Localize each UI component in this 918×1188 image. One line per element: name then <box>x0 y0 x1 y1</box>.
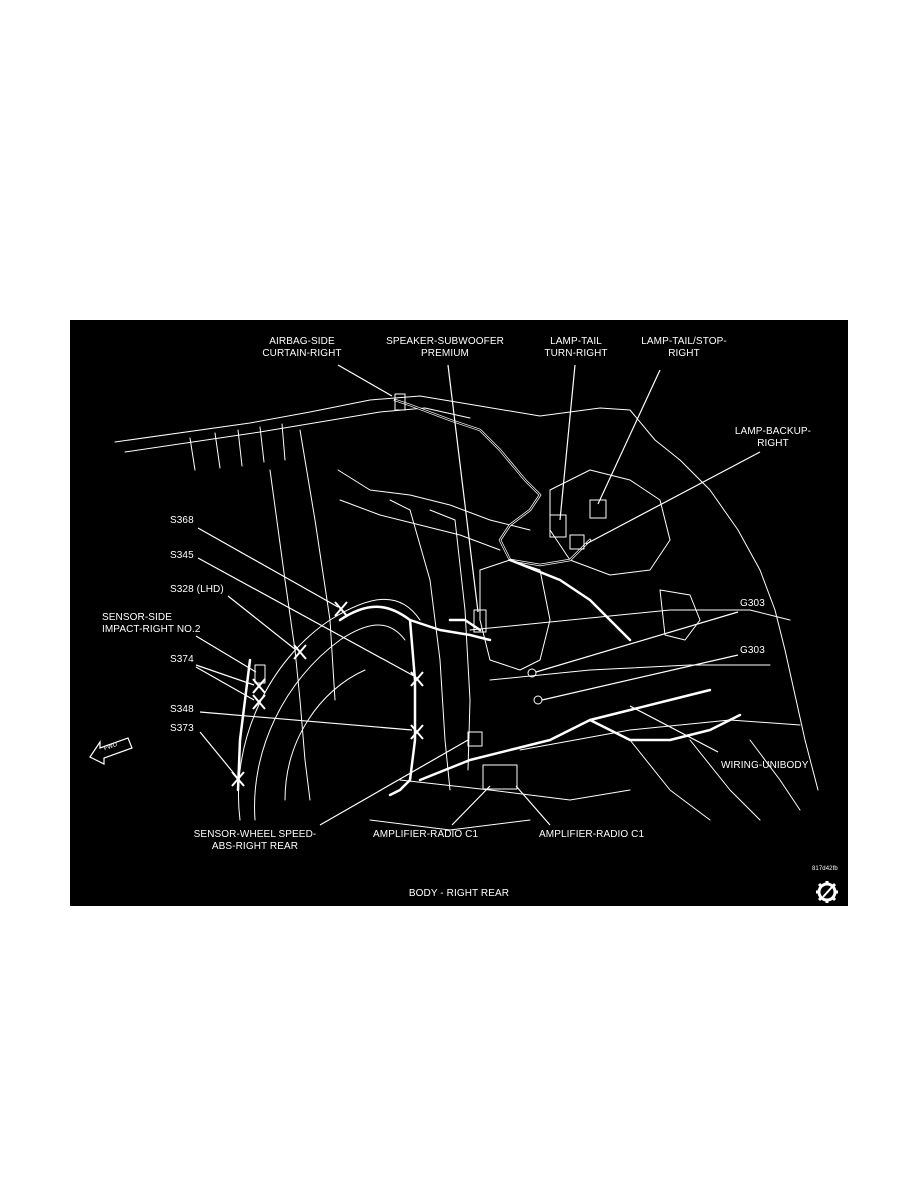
splice-s348-marker <box>410 724 424 740</box>
label-amplifier-radio-c1-left: AMPLIFIER-RADIO C1 <box>373 829 479 840</box>
wheel-speed-sensor-connector <box>467 731 483 747</box>
splice-s328-marker <box>293 644 307 660</box>
label-wiring-unibody: WIRING-UNIBODY <box>721 760 809 771</box>
splice-s374-marker-b <box>252 694 266 710</box>
label-airbag-side-curtain-right-text: AIRBAG-SIDE CURTAIN-RIGHT <box>262 336 342 359</box>
service-gear-icon <box>816 881 838 903</box>
vehicle-line-art <box>89 364 838 903</box>
subwoofer-connector <box>473 609 487 633</box>
label-s328-lhd: S328 (LHD) <box>170 584 224 595</box>
label-s348: S348 <box>170 704 194 715</box>
figure-code: 817d42fb <box>812 866 838 872</box>
label-speaker-subwoofer-premium: SPEAKER-SUBWOOFER PREMIUM <box>377 336 513 360</box>
label-lamp-backup-right: LAMP-BACKUP- RIGHT <box>725 426 821 450</box>
side-impact-sensor <box>254 664 266 684</box>
diagram-caption: BODY - RIGHT REAR <box>408 888 510 899</box>
wiring-diagram-panel: AIRBAG-SIDE CURTAIN-RIGHT SPEAKER-SUBWOO… <box>70 320 848 906</box>
amplifier-connector <box>482 764 518 790</box>
forward-arrow-icon <box>89 737 133 765</box>
leader-lines <box>195 364 761 826</box>
airbag-connector <box>394 393 406 411</box>
label-sensor-wheel-speed-abs-right-rear: SENSOR-WHEEL SPEED- ABS-RIGHT REAR <box>180 829 330 853</box>
splice-s368-marker <box>334 601 348 617</box>
label-g303-upper: G303 <box>740 598 765 609</box>
label-lamp-tail-turn-right-text: LAMP-TAIL TURN-RIGHT <box>544 336 608 359</box>
wheel-well-arch <box>238 598 421 821</box>
label-s345: S345 <box>170 550 194 561</box>
splice-s345-marker <box>410 671 424 687</box>
ground-g303-lower <box>533 695 543 705</box>
label-lamp-tail-stop-right-text: LAMP-TAIL/STOP- RIGHT <box>641 336 727 359</box>
label-lamp-tail-stop-right: LAMP-TAIL/STOP- RIGHT <box>632 336 736 360</box>
tail-stop-lamp-connector <box>589 499 607 519</box>
label-s368: S368 <box>170 515 194 526</box>
label-lamp-tail-turn-right: LAMP-TAIL TURN-RIGHT <box>536 336 616 360</box>
label-sensor-wheel-speed-text: SENSOR-WHEEL SPEED- ABS-RIGHT REAR <box>193 829 317 852</box>
ground-g303-upper <box>527 668 537 678</box>
label-s373: S373 <box>170 723 194 734</box>
label-sensor-side-impact-right-no2: SENSOR-SIDE IMPACT-RIGHT NO.2 <box>102 612 201 636</box>
tail-turn-lamp-connector <box>549 514 567 538</box>
label-airbag-side-curtain-right: AIRBAG-SIDE CURTAIN-RIGHT <box>248 336 356 360</box>
label-s374: S374 <box>170 654 194 665</box>
wiring-harness <box>393 398 592 567</box>
label-sensor-side-impact-text: SENSOR-SIDE IMPACT-RIGHT NO.2 <box>102 612 201 635</box>
backup-lamp-connector <box>569 534 585 550</box>
label-lamp-backup-right-text: LAMP-BACKUP- RIGHT <box>734 426 812 449</box>
tail-lamp-housing <box>549 469 671 576</box>
label-g303-lower: G303 <box>740 645 765 656</box>
label-speaker-subwoofer-premium-text: SPEAKER-SUBWOOFER PREMIUM <box>386 336 504 359</box>
splice-s374-marker-a <box>252 678 266 694</box>
label-amplifier-radio-c1-right: AMPLIFIER-RADIO C1 <box>539 829 645 840</box>
